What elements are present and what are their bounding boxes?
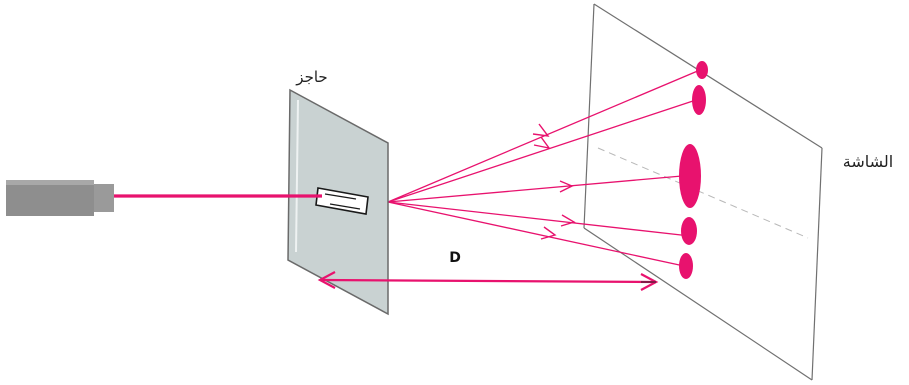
ray-3 xyxy=(387,175,683,203)
fringe-upper xyxy=(692,85,706,115)
ray-arrow-5 xyxy=(540,226,557,240)
slit-icon xyxy=(315,187,369,215)
fringe-pattern xyxy=(679,61,708,279)
fringe-central xyxy=(679,144,701,208)
distance-label: D xyxy=(449,250,461,266)
ray-5 xyxy=(387,201,685,267)
barrier xyxy=(287,88,389,316)
laser-source-icon xyxy=(6,180,114,216)
ray-arrow-2 xyxy=(533,136,551,150)
ray-arrows xyxy=(532,123,576,240)
fringe-top xyxy=(696,61,708,79)
screen-axis-dashed xyxy=(597,147,809,239)
diffracted-rays xyxy=(387,69,701,267)
barrier-label: حاجز xyxy=(295,68,327,86)
observation-screen xyxy=(583,3,823,381)
ray-arrow-3 xyxy=(559,180,574,193)
ray-2 xyxy=(387,99,697,203)
screen-label: الشاشة xyxy=(843,152,893,171)
ray-arrow-1 xyxy=(532,123,550,137)
ray-arrow-4 xyxy=(560,214,576,227)
fringe-bottom xyxy=(679,253,693,279)
distance-arrow xyxy=(317,271,659,291)
ray-4 xyxy=(387,201,691,237)
fringe-lower xyxy=(681,217,697,245)
